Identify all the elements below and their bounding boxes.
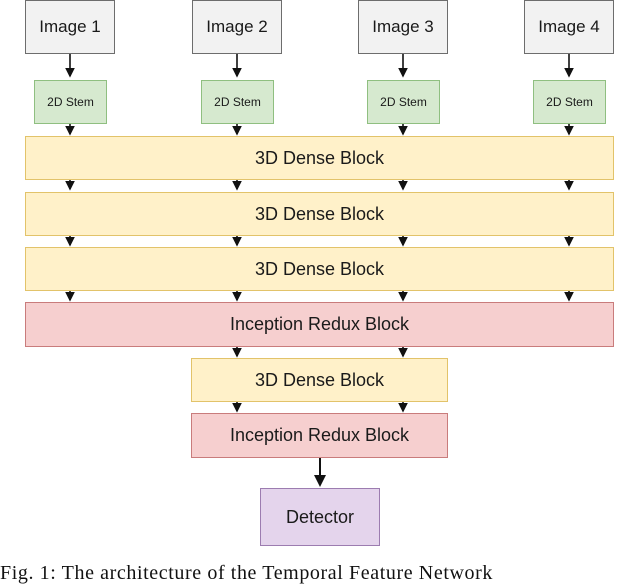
image-input-3: Image 3 bbox=[358, 0, 448, 54]
stem-block-1: 2D Stem bbox=[34, 80, 107, 124]
detector-block: Detector bbox=[260, 488, 380, 546]
dense-block-3: 3D Dense Block bbox=[25, 247, 614, 291]
figure-caption: Fig. 1: The architecture of the Temporal… bbox=[0, 562, 493, 584]
dense-block-1: 3D Dense Block bbox=[25, 136, 614, 180]
stem-block-4: 2D Stem bbox=[533, 80, 606, 124]
image-input-4: Image 4 bbox=[524, 0, 614, 54]
inception-redux-block-2: Inception Redux Block bbox=[191, 413, 448, 458]
dense-block-4: 3D Dense Block bbox=[191, 358, 448, 402]
dense-block-2: 3D Dense Block bbox=[25, 192, 614, 236]
stem-block-2: 2D Stem bbox=[201, 80, 274, 124]
stem-block-3: 2D Stem bbox=[367, 80, 440, 124]
image-input-1: Image 1 bbox=[25, 0, 115, 54]
image-input-2: Image 2 bbox=[192, 0, 282, 54]
inception-redux-block-1: Inception Redux Block bbox=[25, 302, 614, 347]
